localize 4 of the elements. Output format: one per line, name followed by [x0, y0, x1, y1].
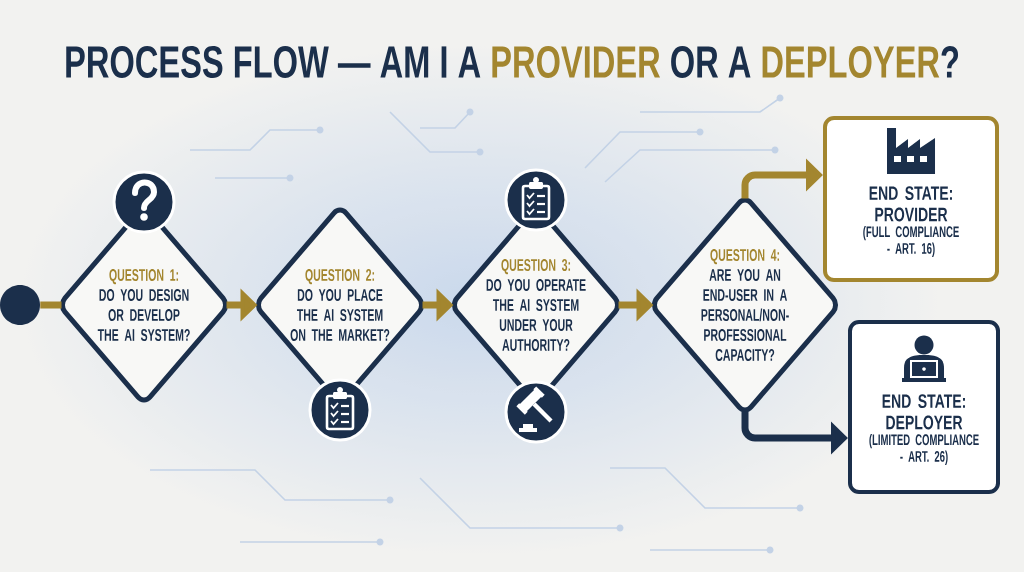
start-circle [0, 285, 40, 325]
end-state-box: END STATE: DEPLOYER (LIMITED COMPLIANCE - ART. 26) [848, 320, 1000, 494]
end-state-box: END STATE: PROVIDER (FULL COMPLIANCE - ART. 16) [823, 116, 999, 282]
title: PROCESS FLOW — AM I A PROVIDER OR A DEPLOYER? [66, 45, 959, 79]
